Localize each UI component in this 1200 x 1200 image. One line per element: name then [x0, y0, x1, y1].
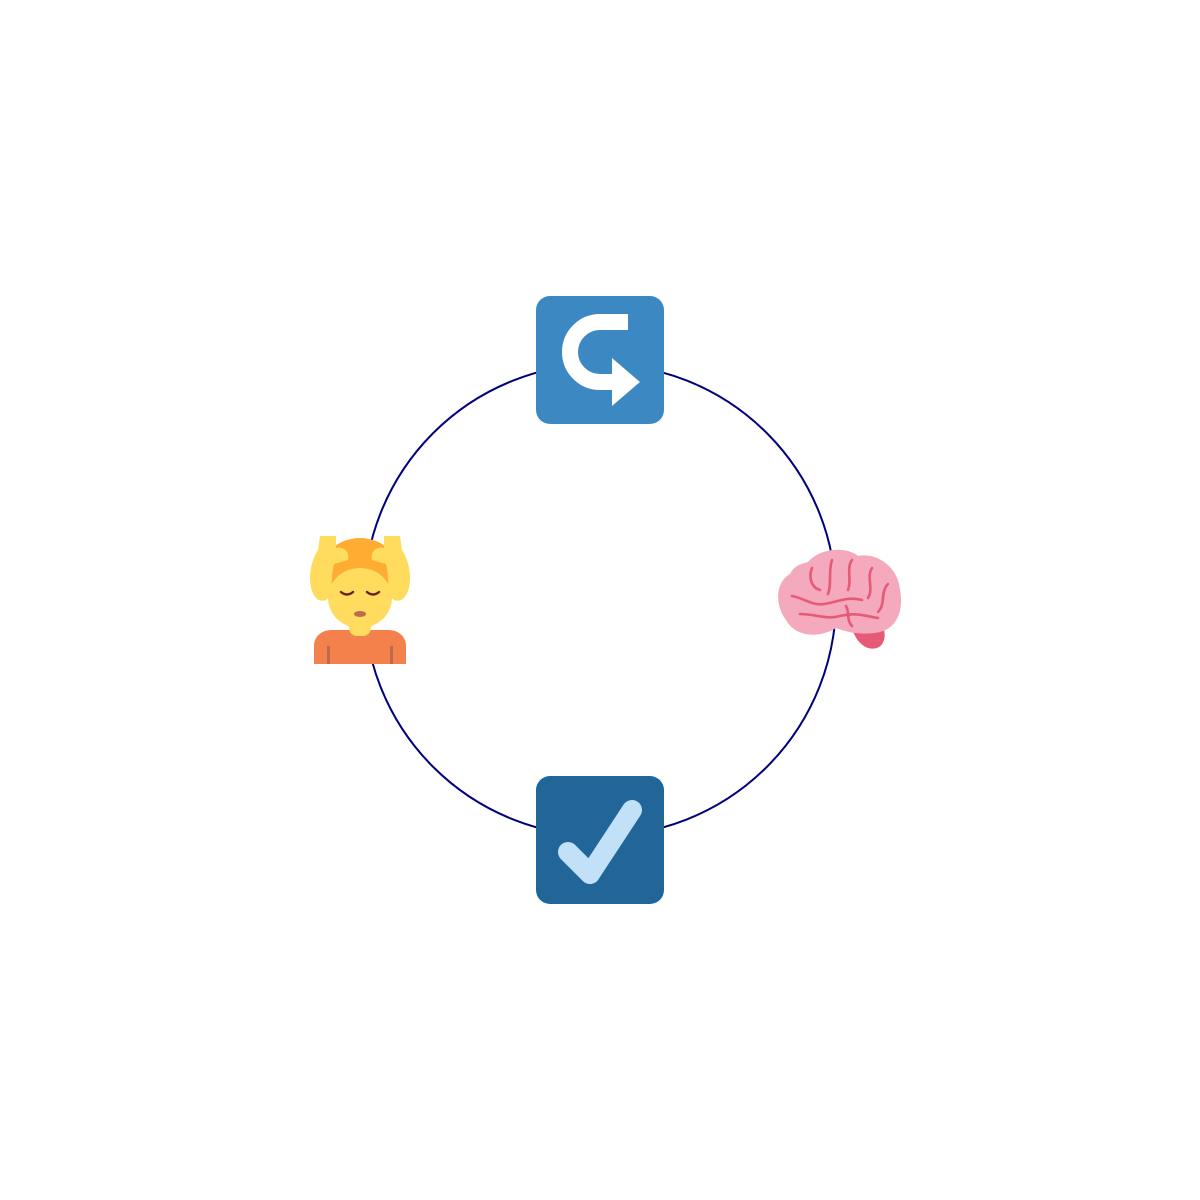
brain-icon — [778, 549, 902, 649]
cycle-ring — [363, 363, 837, 837]
person-getting-massage-icon — [310, 536, 410, 664]
right-arrow-curving-icon — [536, 296, 664, 424]
check-box-icon — [536, 776, 664, 904]
